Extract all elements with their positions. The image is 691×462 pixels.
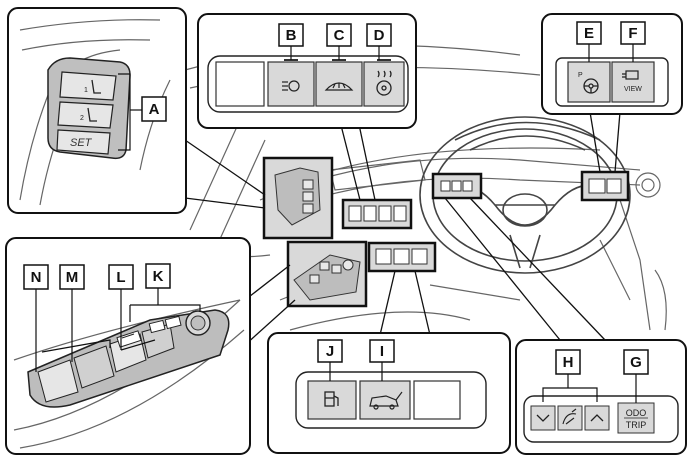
svg-text:G: G [630,354,642,371]
odo-trip-button[interactable]: ODO TRIP [617,402,655,434]
parking-assist-icon [583,78,599,94]
center-switch-location [341,198,413,230]
memory-button-1[interactable]: 1 [59,71,117,101]
camera-view-button[interactable]: VIEW [611,61,655,103]
panel-right-switches: P VIEW E F [541,13,683,115]
mirror-adjust-knob[interactable] [185,310,211,336]
callout-j: J [317,339,343,363]
parking-assist-label: P [578,72,583,79]
panel-center-switches: B C D [197,13,417,129]
headlight-leveling-icon [282,80,300,92]
meter-display-icon [562,408,577,425]
fuel-door-button[interactable] [307,380,357,420]
memory-set-label: SET [70,137,93,149]
heated-steering-icon [376,70,392,96]
meter-down-icon [536,414,550,422]
memory-button-2[interactable]: 2 [57,101,114,129]
memory-button-1-label: 1 [84,87,88,94]
meter-up-button[interactable] [584,405,610,431]
callout-h: H [555,349,581,375]
memory-set-button[interactable]: SET [56,129,111,155]
mirror-select-buttons[interactable] [148,315,182,334]
seat-icon [91,79,101,94]
svg-text:A: A [149,101,160,118]
fuel-door-icon [324,391,339,407]
callout-a: A [141,96,167,122]
callout-m: M [59,264,85,290]
power-tailgate-icon [369,391,403,410]
callout-k: K [145,263,171,289]
memory-button-2-label: 2 [80,115,84,122]
camera-view-label: VIEW [624,86,642,93]
callout-i: I [369,339,395,363]
meter-down-button[interactable] [530,405,556,431]
parking-assist-button[interactable]: P [567,61,611,103]
svg-text:D: D [374,27,385,44]
window-switch-front[interactable] [37,359,79,403]
connector-lines [184,81,621,346]
heated-steering-button[interactable] [363,59,405,107]
mirror-adjust-knob-icon [190,315,206,331]
camera-view-icon [622,70,639,80]
svg-text:F: F [628,25,637,42]
window-lock-icon [121,333,135,339]
seat-icon [87,107,97,122]
panel-steering-switches: ODO TRIP H G [515,339,687,455]
windshield-defogger-icon [324,82,354,91]
window-lock-button[interactable] [116,330,142,348]
windshield-defogger-button[interactable] [315,59,363,107]
svg-text:N: N [31,269,42,286]
door-switch-location [286,240,368,308]
blank-switch [413,380,461,420]
svg-text:B: B [286,27,297,44]
steering-switch-location [431,172,483,200]
callout-c: C [326,23,352,47]
seat-memory-location [262,156,334,240]
headlight-leveling-button[interactable] [267,59,315,107]
callout-d: D [366,23,392,47]
callout-n: N [23,264,49,290]
svg-text:M: M [66,269,79,286]
svg-text:H: H [563,354,574,371]
panel-seat-memory: 1 2 SET A [7,7,187,214]
panel-lower-switches: J I [267,332,511,454]
power-tailgate-button[interactable] [359,380,411,420]
svg-text:E: E [584,25,594,42]
svg-text:C: C [334,27,345,44]
callout-g: G [623,349,649,375]
right-switch-location [580,170,630,202]
odo-label: ODO [626,408,647,418]
callout-l: L [108,264,134,290]
svg-text:K: K [153,268,164,285]
trip-label: TRIP [626,420,647,430]
callout-b: B [278,23,304,47]
svg-text:J: J [326,343,334,360]
callout-f: F [620,21,646,45]
callout-e: E [576,21,602,45]
meter-up-icon [590,414,604,422]
svg-text:L: L [116,269,125,286]
panel-door-switches: N M L K [5,237,251,455]
window-switch-front-right[interactable] [73,345,115,389]
meter-display-button[interactable] [557,405,583,431]
svg-text:I: I [380,343,384,360]
lower-switch-location [367,241,437,273]
